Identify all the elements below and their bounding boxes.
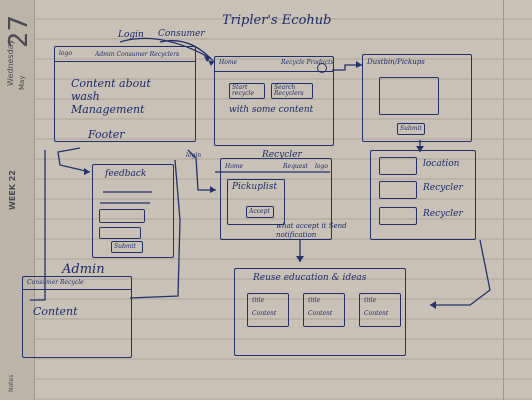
recycler-label-2: Recycler xyxy=(423,209,463,219)
home-tab-home: Home xyxy=(219,59,238,66)
accept-button: Accept xyxy=(246,206,274,218)
education-card-2: title Content xyxy=(303,293,345,327)
admin-title: Admin xyxy=(62,262,105,277)
start-recycle-button: Start recycle xyxy=(229,83,265,99)
pickuplist-label: Pickuplist xyxy=(232,182,277,192)
arrow-feedback-admin xyxy=(129,159,181,299)
dustbin-submit-label: Submit xyxy=(400,125,422,132)
location-row-2 xyxy=(379,181,417,199)
education-title: Reuse education & ideas xyxy=(253,273,367,283)
card-2-title: title xyxy=(308,297,321,304)
diary-margin: Wednesday May 27 WEEK 22 Notes xyxy=(0,0,35,400)
home-caption: with some content xyxy=(229,105,314,115)
admin-nav: Consumer Recycle xyxy=(27,279,84,286)
home-tab-recycle: Recycle Products xyxy=(281,59,334,66)
card-3-content: Content xyxy=(364,310,389,317)
home-divider xyxy=(215,71,333,72)
dustbin-box: Dustbin/Pickups Submit xyxy=(362,54,472,142)
footer-label: Footer xyxy=(88,128,125,141)
arrow-login-home xyxy=(119,37,211,59)
home-box: Home Recycle Products Start recycle Sear… xyxy=(214,56,334,146)
diagram-title: Tripler's Ecohub xyxy=(222,13,332,28)
location-row-3 xyxy=(379,207,417,225)
feedback-title: feedback xyxy=(105,169,147,179)
start-recycle-label: Start recycle xyxy=(232,84,254,97)
arrow-landing-left xyxy=(30,150,46,301)
recycler-tab-home: Home xyxy=(225,163,244,170)
login-label: Login xyxy=(118,30,144,40)
login-arrow-label: login xyxy=(186,152,202,159)
admin-divider xyxy=(23,289,131,290)
feedback-lines xyxy=(100,191,152,204)
education-card-1: title Content xyxy=(247,293,289,327)
recycler-tab-logo: logo xyxy=(315,163,328,170)
landing-nav: Admin Consumer Recyclers xyxy=(95,51,180,58)
search-recyclers-label: Search Recyclers xyxy=(274,84,304,97)
right-margin-line xyxy=(503,0,504,400)
card-3-title: title xyxy=(364,297,377,304)
dustbin-title: Dustbin/Pickups xyxy=(367,58,425,66)
education-box: Reuse education & ideas title Content ti… xyxy=(234,268,406,356)
card-1-title: title xyxy=(252,297,265,304)
landing-logo: logo xyxy=(59,50,72,57)
landing-divider xyxy=(55,61,195,62)
recycler-title: Recycler xyxy=(262,150,302,160)
arrow-location-education xyxy=(430,239,491,306)
feedback-field xyxy=(99,209,145,223)
consumer-label: Consumer xyxy=(158,29,205,39)
card-1-content: Content xyxy=(252,310,277,317)
arrow-landing-feedback xyxy=(57,147,91,173)
landing-page-box: logo Admin Consumer Recyclers Content ab… xyxy=(54,46,196,142)
recycler-note: what accept it Send notification xyxy=(276,222,347,239)
dustbin-submit-button: Submit xyxy=(397,123,425,135)
location-row-1 xyxy=(379,157,417,175)
feedback-submit-label: Submit xyxy=(114,243,136,250)
recycler-label-1: Recycler xyxy=(423,183,463,193)
dustbin-list xyxy=(379,77,439,115)
feedback-submit-button: Submit xyxy=(111,241,143,253)
recycler-box: Home Request logo Pickuplist Accept xyxy=(220,158,332,240)
pickuplist-box: Pickuplist Accept xyxy=(227,179,285,225)
admin-box: Consumer Recycle Content xyxy=(22,276,132,358)
admin-content: Content xyxy=(33,305,78,318)
card-2-content: Content xyxy=(308,310,333,317)
arrow-home-dustbin xyxy=(332,64,362,71)
landing-content: Content about wash Management xyxy=(71,77,151,116)
location-label: location xyxy=(423,159,460,169)
profile-icon xyxy=(317,63,327,73)
feedback-field-2 xyxy=(99,227,141,239)
recycler-tab-request: Request xyxy=(283,163,308,170)
accept-label: Accept xyxy=(249,208,270,215)
arrow-landing-recycler xyxy=(187,149,216,191)
search-recyclers-button: Search Recyclers xyxy=(271,83,313,99)
arrow-consumer-home xyxy=(159,39,215,63)
locations-box: location Recycler Recycler xyxy=(370,150,476,240)
education-card-3: title Content xyxy=(359,293,401,327)
feedback-box: feedback Submit xyxy=(92,164,174,258)
